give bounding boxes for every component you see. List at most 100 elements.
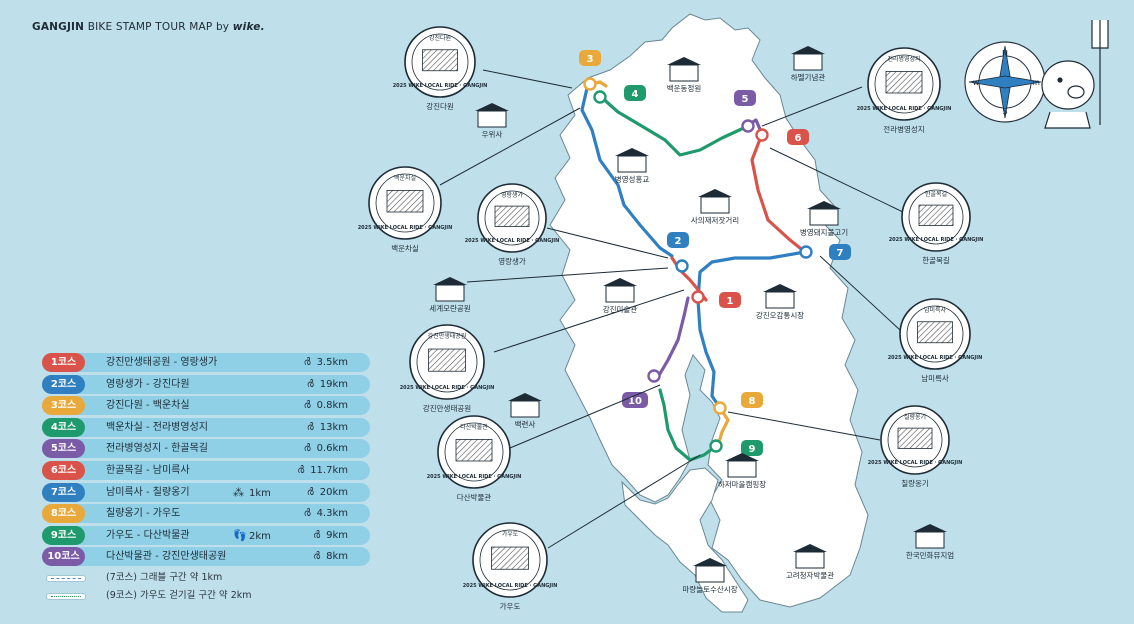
course-start-ring[interactable] — [741, 119, 755, 133]
stamp-ring-text: 2025 WIKE LOCAL RIDE · GANGJIN — [427, 474, 522, 480]
legend-note-2: (9코스) 가우도 걷기길 구간 약 2km — [42, 587, 370, 605]
bicycle-icon: ർ — [306, 486, 314, 498]
course-start-ring[interactable] — [583, 77, 597, 91]
place-10[interactable]: 백련사 — [508, 393, 542, 429]
course-start-ring[interactable] — [593, 90, 607, 104]
stamp-ring-text: 2025 WIKE LOCAL RIDE · GANGJIN — [868, 460, 963, 466]
stamp-illustration — [455, 438, 493, 462]
route-9-green — [658, 388, 718, 462]
course-marker-8[interactable]: 8 — [741, 392, 763, 408]
course-marker-4[interactable]: 4 — [624, 85, 646, 101]
place-7[interactable]: 세계모란공원 — [429, 277, 471, 313]
bicycle-icon: ർ — [303, 357, 311, 368]
landmark-icon — [809, 208, 839, 226]
place-8[interactable]: 강진미술관 — [603, 278, 638, 314]
stamp-ring-text: 2025 WIKE LOCAL RIDE · GANGJIN — [463, 583, 558, 589]
place-13[interactable]: 고려청자박물관 — [786, 544, 834, 580]
place-2[interactable]: 백운동정원 — [667, 57, 702, 93]
place-12[interactable]: 한국민화뮤지엄 — [906, 524, 954, 560]
course-marker-1[interactable]: 1 — [719, 292, 741, 308]
course-marker-6[interactable]: 6 — [787, 129, 809, 145]
course-marker-9[interactable]: 9 — [741, 440, 763, 456]
course-marker-2[interactable]: 2 — [667, 232, 689, 248]
stamp-illustration — [494, 205, 530, 227]
svg-text:1: 1 — [727, 296, 734, 307]
roof-icon — [913, 524, 947, 532]
place-9[interactable]: 강진오감통시장 — [756, 284, 804, 320]
course-marker-10[interactable]: 10 — [622, 392, 648, 408]
place-label: 사의재저잣거리 — [691, 215, 739, 225]
place-4[interactable]: 병영성홍교 — [615, 148, 650, 184]
stamp-label: 강진만생태공원 — [423, 403, 471, 413]
place-label: 강진오감통시장 — [756, 310, 804, 320]
roof-icon — [433, 277, 467, 285]
roof-icon — [667, 57, 701, 65]
stamp-label: 전라병영성지 — [883, 124, 924, 134]
place-14[interactable]: 마량놀토수산시장 — [682, 558, 738, 594]
svg-text:4: 4 — [632, 89, 639, 100]
course-start-ring[interactable] — [647, 369, 661, 383]
course-marker-5[interactable]: 5 — [734, 90, 756, 106]
bicycle-icon: ർ — [306, 378, 314, 390]
svg-text:S: S — [1002, 107, 1007, 116]
course-start-ring[interactable] — [709, 439, 723, 453]
svg-text:2: 2 — [675, 236, 682, 247]
place-3[interactable]: 하멜기념관 — [791, 46, 826, 82]
stamp-label: 다산박물관 — [457, 492, 492, 502]
place-11[interactable]: 하저마을캠핑장 — [718, 453, 766, 489]
pig-mascot-icon — [1041, 20, 1109, 129]
course-badge: 9코스 — [42, 525, 85, 545]
course-route: 가우도 - 다산박물관 — [106, 529, 190, 541]
course-start-ring[interactable] — [755, 128, 769, 142]
stamp-illustration — [885, 71, 923, 94]
course-route: 강진다원 - 백운차실 — [106, 400, 190, 412]
course-start-ring[interactable] — [675, 259, 689, 273]
course-start-ring[interactable] — [691, 290, 705, 304]
course-route: 한골목길 - 남미륵사 — [106, 464, 190, 476]
stamp-label: 남미륵사 — [921, 374, 949, 383]
place-1[interactable]: 우위사 — [475, 103, 509, 139]
landmark-icon — [477, 110, 507, 128]
landmark-icon — [795, 551, 825, 569]
stamp-label: 가우도 — [500, 602, 521, 611]
course-start-ring[interactable] — [713, 401, 727, 415]
stamp-ring-text: 2025 WIKE LOCAL RIDE · GANGJIN — [358, 225, 453, 231]
place-6[interactable]: 병영돼지불고기 — [800, 201, 848, 237]
svg-text:9: 9 — [749, 444, 756, 455]
place-label: 마량놀토수산시장 — [682, 584, 737, 594]
stamp-illustration — [897, 427, 933, 449]
course-start-ring[interactable] — [799, 245, 813, 259]
bicycle-icon: ർ — [303, 443, 311, 455]
stamp-illustration — [917, 321, 953, 344]
place-5[interactable]: 사의재저잣거리 — [691, 189, 739, 225]
course-marker-7[interactable]: 7 — [829, 244, 851, 260]
line-style-swatch — [46, 592, 86, 600]
course-badge: 1코스 — [42, 353, 85, 372]
course-marker-3[interactable]: 3 — [579, 50, 601, 66]
